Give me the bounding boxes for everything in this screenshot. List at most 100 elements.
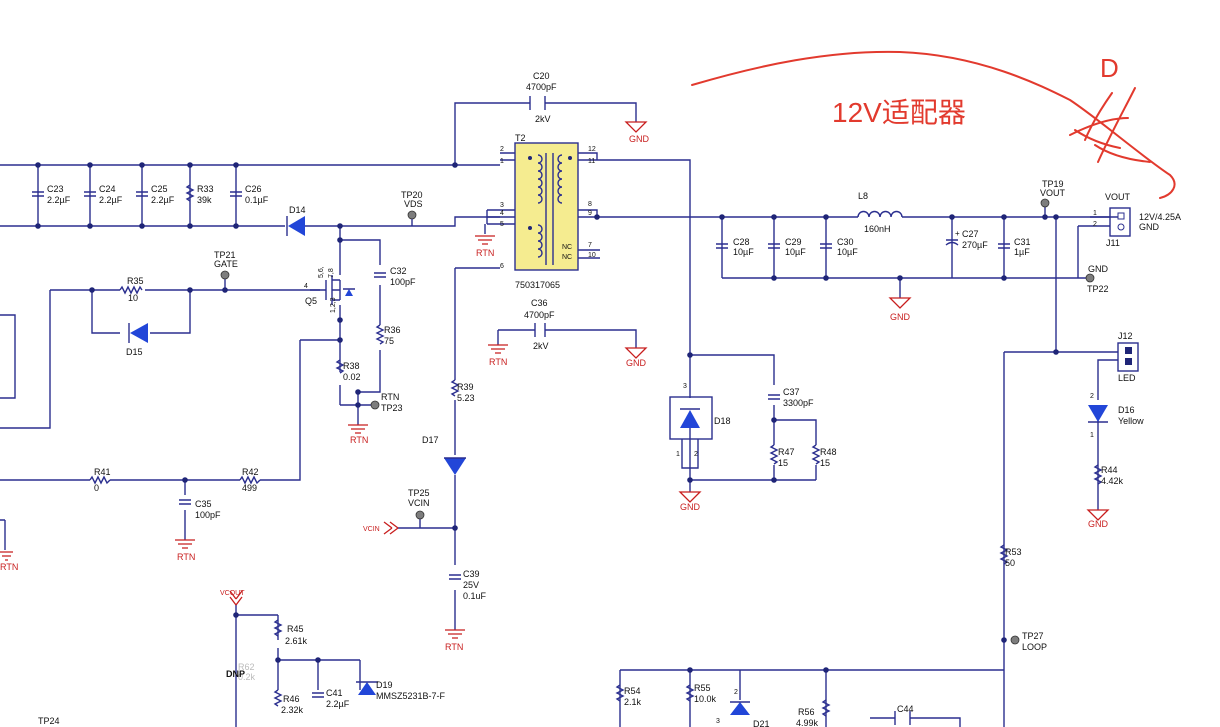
svg-text:4.42k: 4.42k [1101, 476, 1124, 486]
svg-text:160nH: 160nH [864, 224, 891, 234]
svg-text:Yellow: Yellow [1118, 416, 1144, 426]
svg-text:MMSZ5231B-7-F: MMSZ5231B-7-F [376, 691, 446, 701]
svg-text:0.2k: 0.2k [238, 672, 256, 682]
diode-symbols [128, 216, 1108, 715]
svg-text:TP24: TP24 [38, 716, 60, 726]
svg-text:5: 5 [500, 221, 504, 228]
svg-text:TP20: TP20 [401, 190, 423, 200]
svg-text:C26: C26 [245, 184, 262, 194]
svg-text:D15: D15 [126, 347, 143, 357]
svg-text:15: 15 [778, 458, 788, 468]
svg-text:7,8: 7,8 [328, 268, 335, 278]
letter-d-annotation: D [1100, 53, 1119, 83]
svg-text:10: 10 [128, 293, 138, 303]
svg-text:1: 1 [1090, 432, 1094, 439]
svg-text:R33: R33 [197, 184, 214, 194]
svg-text:+: + [955, 229, 960, 238]
svg-text:4700pF: 4700pF [524, 310, 555, 320]
svg-text:2kV: 2kV [533, 341, 549, 351]
svg-text:10µF: 10µF [837, 247, 858, 257]
svg-text:10µF: 10µF [733, 247, 754, 257]
svg-text:8: 8 [588, 201, 592, 208]
svg-text:NC: NC [562, 244, 572, 251]
svg-text:2: 2 [734, 689, 738, 696]
c20-ref: C20 [533, 71, 550, 81]
svg-text:C25: C25 [151, 184, 168, 194]
svg-text:11: 11 [588, 158, 595, 165]
svg-text:TP25: TP25 [408, 488, 430, 498]
svg-text:GND: GND [680, 502, 701, 512]
svg-text:TP19: TP19 [1042, 179, 1064, 189]
svg-text:C37: C37 [783, 387, 800, 397]
svg-text:D18: D18 [714, 416, 731, 426]
svg-text:C31: C31 [1014, 237, 1031, 247]
svg-text:7: 7 [588, 242, 592, 249]
component-labels: C20 4700pF 2kV GND T2 750317065 2 1 3 4 … [0, 71, 1181, 727]
svg-text:C30: C30 [837, 237, 854, 247]
svg-text:39k: 39k [197, 195, 212, 205]
capacitor-symbols [32, 96, 1010, 725]
svg-text:10.0k: 10.0k [694, 694, 717, 704]
svg-text:VOUT: VOUT [1040, 188, 1066, 198]
svg-text:C24: C24 [99, 184, 116, 194]
svg-text:TP23: TP23 [381, 403, 403, 413]
svg-text:C28: C28 [733, 237, 750, 247]
svg-text:L8: L8 [858, 191, 868, 201]
svg-text:R42: R42 [242, 467, 259, 477]
svg-text:3: 3 [683, 383, 687, 390]
svg-text:RTN: RTN [177, 552, 195, 562]
svg-text:10: 10 [588, 252, 596, 259]
svg-text:Q5: Q5 [305, 296, 317, 306]
svg-text:C36: C36 [531, 298, 548, 308]
svg-text:C27: C27 [962, 229, 979, 239]
resistor-symbols [89, 184, 1103, 717]
svg-text:499: 499 [242, 483, 257, 493]
svg-text:100pF: 100pF [390, 277, 416, 287]
ground-symbols [0, 121, 1110, 639]
svg-text:D16: D16 [1118, 405, 1135, 415]
svg-text:1: 1 [676, 451, 680, 458]
svg-text:C44: C44 [897, 704, 914, 714]
svg-text:R54: R54 [624, 686, 641, 696]
svg-text:GND: GND [1088, 264, 1109, 274]
svg-text:C41: C41 [326, 688, 343, 698]
svg-text:TP27: TP27 [1022, 631, 1044, 641]
svg-text:75: 75 [384, 336, 394, 346]
svg-text:RTN: RTN [489, 357, 507, 367]
svg-text:12V/4.25A: 12V/4.25A [1139, 212, 1181, 222]
svg-text:3: 3 [500, 202, 504, 209]
mosfet-q5 [310, 275, 355, 305]
svg-text:DNP: DNP [226, 669, 245, 679]
svg-text:5.23: 5.23 [457, 393, 475, 403]
t2-part: 750317065 [515, 280, 560, 290]
svg-text:12: 12 [588, 146, 596, 153]
svg-text:2: 2 [694, 451, 698, 458]
svg-text:4: 4 [304, 283, 308, 290]
svg-text:R44: R44 [1101, 465, 1118, 475]
svg-text:TP22: TP22 [1087, 284, 1109, 294]
svg-text:RTN: RTN [445, 642, 463, 652]
svg-text:2.2µF: 2.2µF [326, 699, 350, 709]
svg-text:R38: R38 [343, 361, 360, 371]
adapter-annotation: 12V适配器 [832, 97, 966, 128]
svg-text:J12: J12 [1118, 331, 1133, 341]
svg-text:D17: D17 [422, 435, 439, 445]
svg-text:C35: C35 [195, 499, 212, 509]
svg-text:R41: R41 [94, 467, 111, 477]
svg-text:RTN: RTN [381, 392, 399, 402]
junction-dots [35, 162, 1059, 673]
svg-text:C39: C39 [463, 569, 480, 579]
svg-text:2.2µF: 2.2µF [151, 195, 175, 205]
svg-text:3: 3 [716, 718, 720, 725]
svg-text:VCIN: VCIN [408, 498, 430, 508]
svg-text:1,2,3: 1,2,3 [330, 297, 337, 313]
svg-text:C23: C23 [47, 184, 64, 194]
svg-text:6: 6 [500, 263, 504, 270]
svg-text:50: 50 [1005, 558, 1015, 568]
svg-text:2: 2 [1093, 221, 1097, 228]
svg-text:R39: R39 [457, 382, 474, 392]
svg-text:R56: R56 [798, 707, 815, 717]
svg-text:4.99k: 4.99k [796, 718, 819, 727]
svg-text:1: 1 [500, 158, 504, 165]
